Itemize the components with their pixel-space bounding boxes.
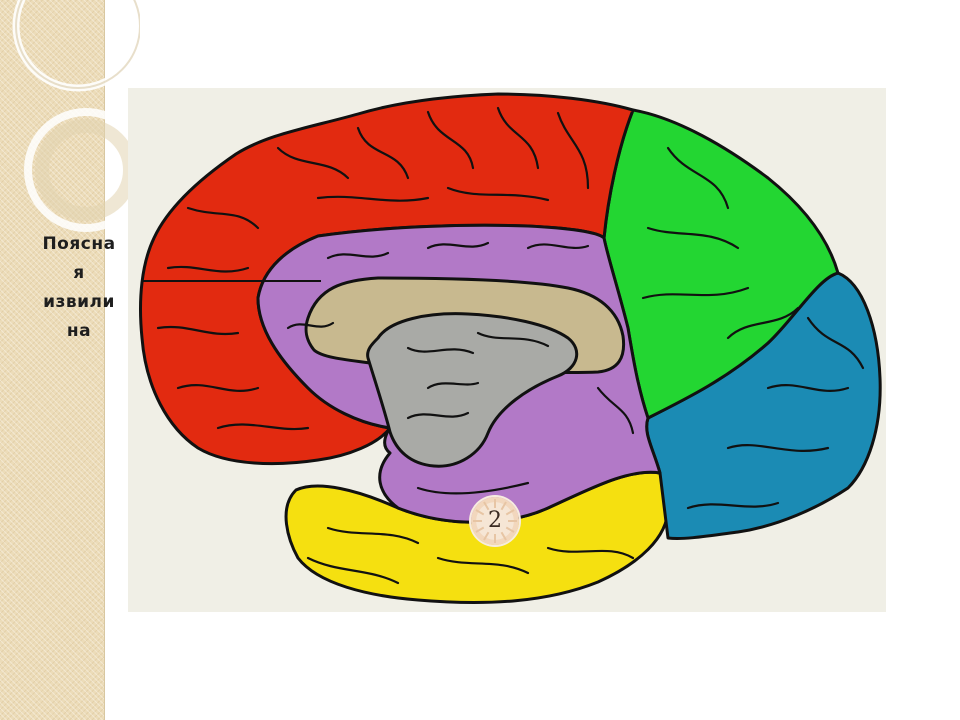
badge-number: 2 [488,508,502,533]
decorative-rings [12,0,140,232]
label-line-2: я [73,263,85,283]
number-badge: 2 [471,497,519,545]
badge-ray [494,499,496,508]
cingulate-gyrus-label: Поясна я извили на [24,230,134,346]
gyri-contours [156,106,865,585]
label-line-1: Поясна [42,234,116,254]
label-pointer-line [143,280,321,282]
label-line-4: на [66,321,92,341]
label-line-3: извили [43,292,115,312]
